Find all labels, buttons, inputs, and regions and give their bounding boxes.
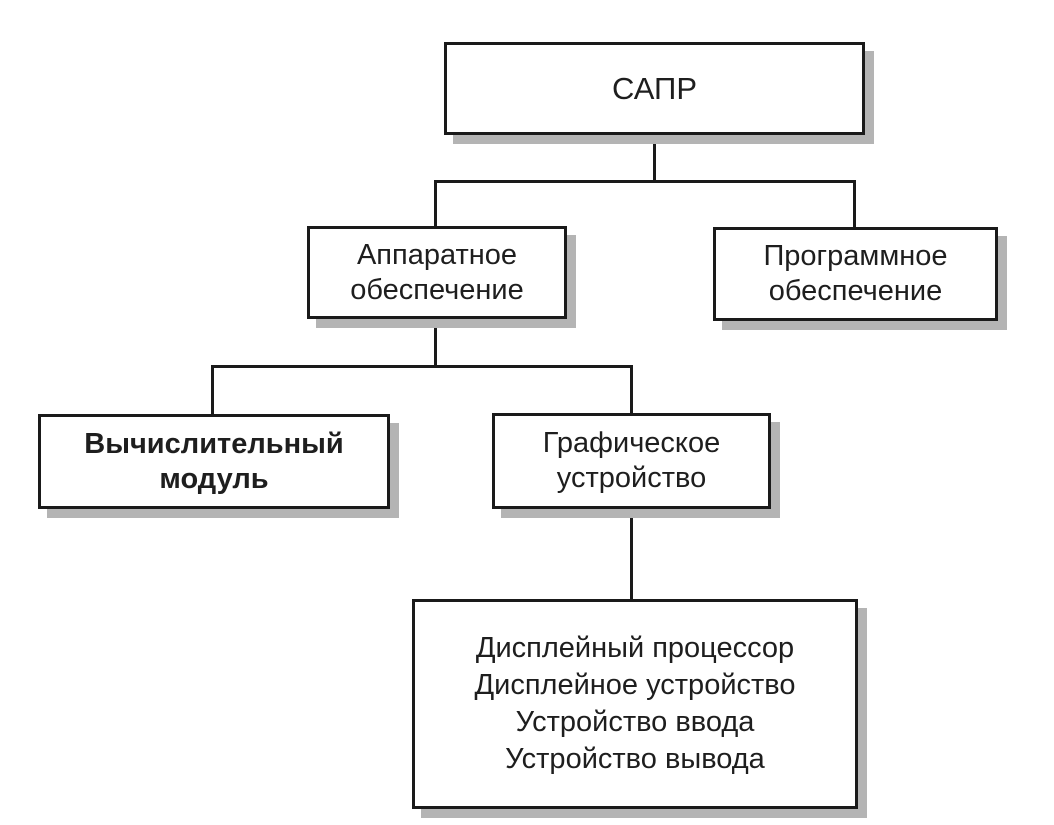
compute-module-box: Вычислительный модуль: [38, 414, 390, 509]
hardware-label-line-1: Аппаратное: [356, 238, 518, 271]
cad-system-label: САПР: [612, 70, 697, 106]
connector-to-compute-module: [211, 365, 214, 414]
graphics-device-label-line-1: Графическое: [542, 427, 721, 460]
graphics-components-box: Дисплейный процессор Дисплейное устройст…: [412, 599, 858, 809]
software-label-line-2: обеспечение: [768, 275, 943, 307]
graphics-device-label-line-2: устройство: [556, 462, 707, 494]
connector-to-graphics-device: [630, 365, 633, 413]
component-display-device: Дисплейное устройство: [474, 668, 796, 701]
connector-level1-bar: [434, 180, 856, 183]
connector-hardware-down: [434, 319, 437, 367]
component-input-device: Устройство ввода: [515, 706, 755, 738]
component-display-processor: Дисплейный процессор: [475, 631, 795, 664]
connector-root-down: [653, 135, 656, 182]
hardware-label-line-2: обеспечение: [350, 273, 524, 306]
hardware-box: Аппаратное обеспечение: [307, 226, 567, 319]
connector-to-hardware: [434, 180, 437, 226]
connector-to-software: [853, 180, 856, 227]
software-box: Программное обеспечение: [713, 227, 998, 321]
cad-system-box: САПР: [444, 42, 865, 135]
compute-module-label-line-1: Вычислительный: [84, 427, 344, 460]
software-label-line-1: Программное: [763, 240, 948, 273]
connector-level2-bar: [211, 365, 633, 368]
graphics-device-box: Графическое устройство: [492, 413, 771, 509]
compute-module-label-line-2: модуль: [159, 462, 269, 495]
component-output-device: Устройство вывода: [505, 743, 765, 776]
connector-graphics-to-components: [630, 509, 633, 599]
